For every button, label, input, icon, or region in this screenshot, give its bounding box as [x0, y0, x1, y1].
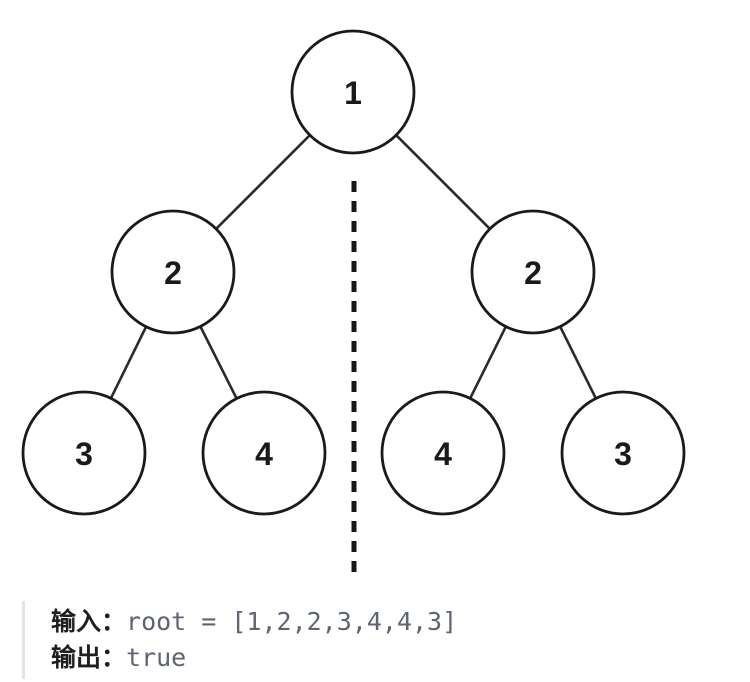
node-circle: [470, 209, 596, 335]
tree-node-right-child: 2: [470, 209, 596, 335]
node-circle: [380, 390, 506, 516]
node-value: 1: [344, 75, 362, 111]
output-label: 输出：: [51, 644, 127, 672]
node-value: 4: [255, 436, 273, 472]
input-label: 输入：: [51, 608, 127, 636]
node-value: 2: [164, 255, 182, 291]
tree-nodes: 1 2 2 3 4 4 3: [21, 29, 686, 516]
node-value: 3: [614, 436, 632, 472]
node-value: 2: [524, 255, 542, 291]
node-circle: [560, 390, 686, 516]
tree-node-left-right-leaf: 4: [201, 390, 327, 516]
node-value: 3: [75, 436, 93, 472]
node-circle: [110, 209, 236, 335]
output-line: 输出：true: [51, 640, 457, 676]
tree-node-right-left-leaf: 4: [380, 390, 506, 516]
output-value: true: [126, 643, 187, 672]
tree-node-left-left-leaf: 3: [21, 390, 147, 516]
tree-node-right-right-leaf: 3: [560, 390, 686, 516]
node-value: 4: [434, 436, 452, 472]
node-circle: [21, 390, 147, 516]
input-line: 输入：root = [1,2,2,3,4,4,3]: [51, 604, 457, 640]
input-value: root = [1,2,2,3,4,4,3]: [126, 607, 458, 636]
binary-tree-diagram: 1 2 2 3 4 4 3: [21, 29, 686, 573]
example-io-block: 输入：root = [1,2,2,3,4,4,3] 输出：true: [22, 601, 457, 679]
tree-node-left-child: 2: [110, 209, 236, 335]
node-circle: [290, 29, 416, 155]
tree-node-root: 1: [290, 29, 416, 155]
node-circle: [201, 390, 327, 516]
